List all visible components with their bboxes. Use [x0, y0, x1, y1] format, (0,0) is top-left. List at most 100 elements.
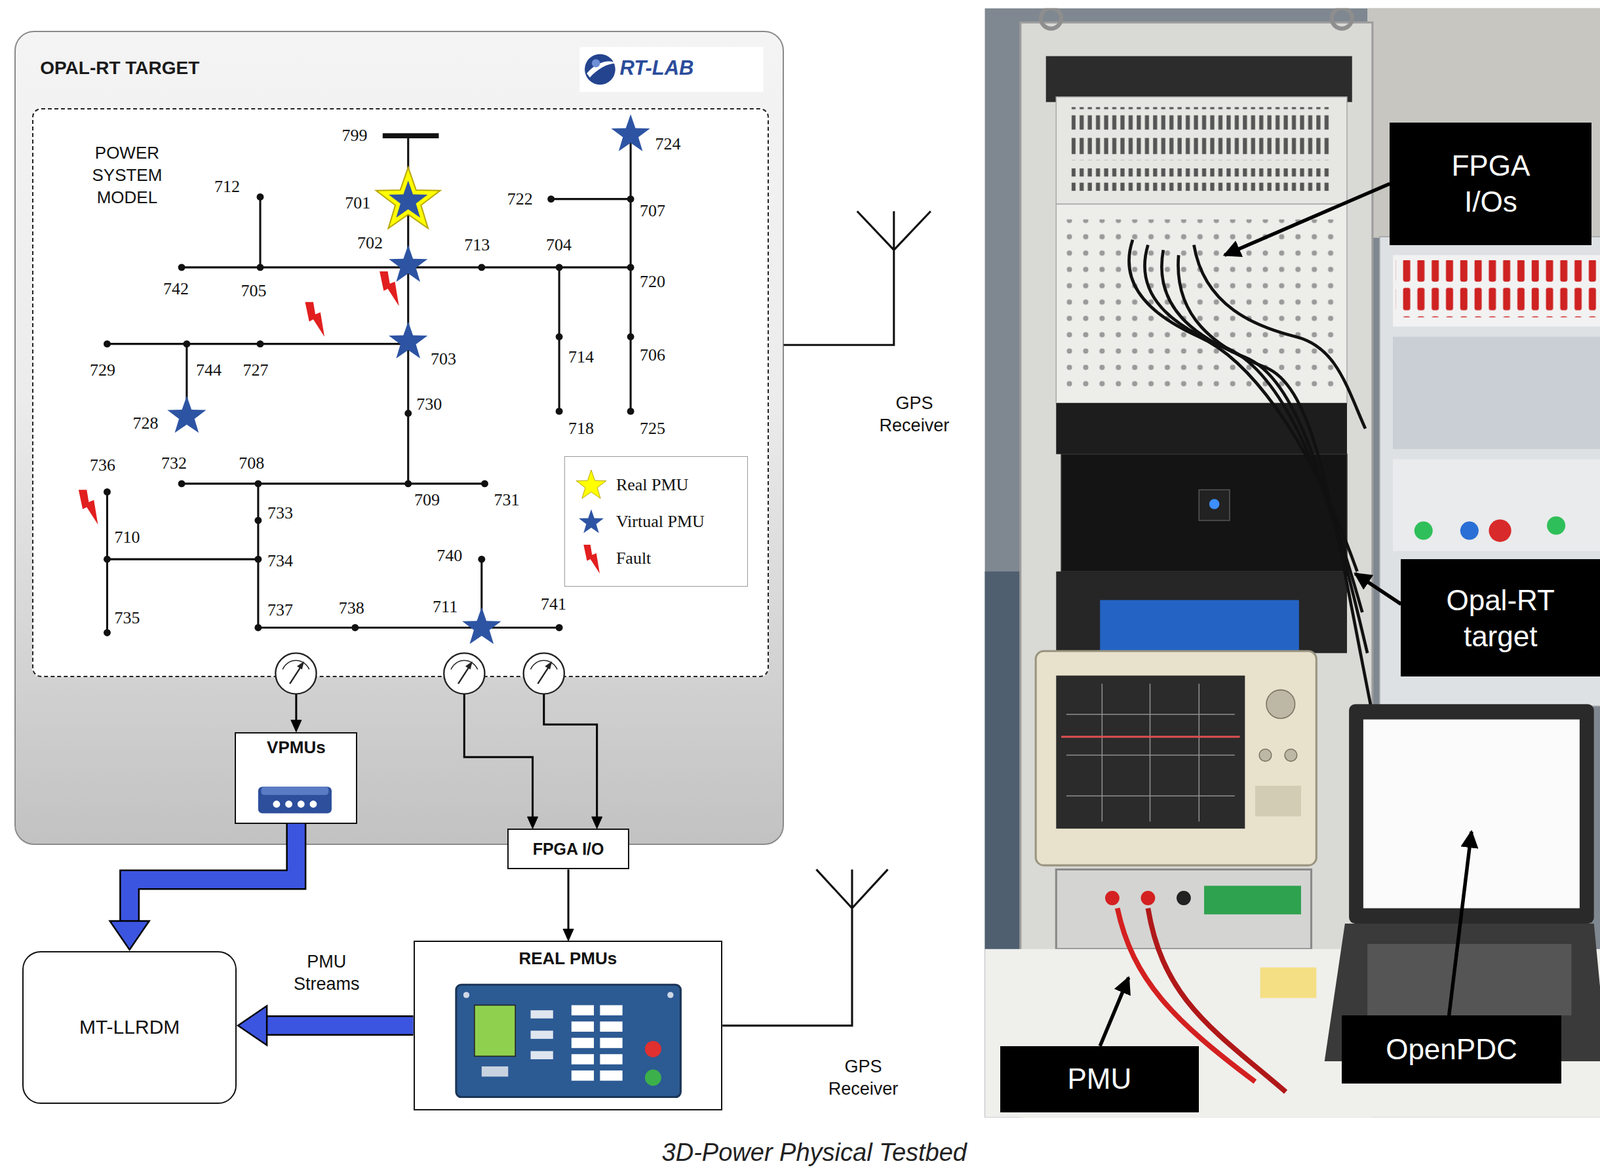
bus-number: 741: [540, 595, 567, 613]
art-g: [523, 652, 565, 694]
bus-number: 709: [414, 491, 440, 509]
bus-number: 703: [430, 350, 457, 368]
virtual-pmu-star: [578, 509, 604, 533]
art-polygon: [1324, 923, 1600, 1062]
art-g: [275, 652, 316, 694]
box-label: REAL PMUs: [518, 949, 617, 969]
vpmu-box: VPMUs: [234, 732, 358, 824]
art-rect: [1367, 7, 1600, 238]
text-slot: PMU Streams: [280, 951, 373, 996]
text-slot: POWER SYSTEM MODEL: [76, 142, 179, 209]
bus-number: 708: [238, 454, 265, 472]
text-slot: GPS Receiver: [868, 392, 961, 438]
text-slot: 705: [240, 282, 267, 300]
text-slot: 731: [494, 491, 520, 509]
art-circle: [1176, 890, 1191, 906]
art-circle: [477, 555, 486, 564]
text-slot: 713: [464, 236, 490, 254]
art-rect: [530, 1051, 554, 1060]
art-circle: [463, 991, 470, 998]
text-slot: 714: [568, 348, 594, 366]
connector-line: [544, 677, 598, 819]
bus-number: 729: [89, 361, 116, 379]
connector-line: [567, 869, 570, 931]
art-rect: [571, 1037, 594, 1049]
connector: [110, 823, 297, 950]
callout-label: OpenPDC: [1385, 1032, 1518, 1068]
bus-number: 733: [267, 504, 293, 522]
arrowhead: [237, 1006, 267, 1046]
art-rect: [571, 1004, 594, 1016]
art-line: [1354, 573, 1401, 605]
edge-label: PMU Streams: [280, 951, 373, 996]
text-slot: 740: [436, 547, 463, 565]
gps-antennas: [722, 211, 931, 1026]
target-panel: OPAL-RT TARGET RT-LAB POWER SYSTEM MODEL VP…: [14, 30, 784, 845]
art-use: [610, 114, 650, 151]
art-rect: [481, 1066, 508, 1077]
art-circle: [256, 340, 265, 348]
connector-line: [294, 677, 297, 722]
text-slot: 799: [342, 127, 368, 145]
figure-caption: 3D-Power Physical Testbed: [420, 1137, 1208, 1169]
art-rect: [1198, 489, 1230, 521]
bus-number: 704: [546, 236, 572, 254]
art-rect: [1066, 219, 1338, 394]
art-rect: [261, 786, 330, 795]
meters: [275, 652, 565, 694]
art-rect: [1071, 106, 1332, 130]
art-circle: [103, 555, 111, 564]
testbed-photo: [984, 7, 1600, 1117]
art-circle: [627, 263, 635, 271]
art-rect: [1392, 254, 1600, 327]
bus-number: 706: [639, 346, 666, 364]
art-path: [1177, 254, 1372, 715]
art-line: [458, 663, 472, 684]
art-circle: [272, 800, 280, 808]
art-rect: [1363, 719, 1580, 909]
art-line: [289, 663, 303, 684]
art-rect: [571, 1021, 594, 1032]
art-circle: [256, 263, 265, 271]
text-slot: 744: [195, 361, 222, 379]
art-rect: [1367, 943, 1572, 1016]
callout-box: FPGA I/Os: [1389, 122, 1592, 246]
connector: [544, 677, 603, 830]
art-circle: [1040, 7, 1062, 29]
real-pmu-device: [456, 984, 681, 1097]
text-slot: 729: [89, 361, 116, 379]
art-path: [1061, 735, 1240, 738]
art-circle: [103, 340, 111, 348]
art-rect: [530, 1010, 554, 1018]
legend-row: Real PMU: [574, 468, 739, 503]
gps-label: GPS Receiver: [868, 392, 961, 438]
bus-number: 799: [342, 127, 368, 145]
text-slot: 704: [546, 236, 572, 254]
text-slot: OPAL-RT TARGET: [39, 57, 200, 79]
art-circle: [404, 479, 412, 488]
text-slot: 732: [161, 454, 187, 472]
art-g: [443, 652, 485, 694]
art-rect: [1055, 675, 1245, 830]
text-slot: 730: [416, 395, 442, 413]
art-line: [382, 133, 440, 139]
text-slot: 708: [238, 454, 265, 472]
bus-number: 742: [163, 280, 189, 298]
art-circle: [297, 800, 305, 808]
art-use: [78, 489, 99, 525]
art-rect: [599, 1021, 623, 1032]
art-circle: [254, 479, 262, 488]
real-pmu-box: REAL PMUs: [413, 940, 723, 1110]
art-rect: [1348, 703, 1595, 924]
art-rect: [599, 1037, 623, 1049]
box-label: VPMUs: [266, 738, 326, 758]
text-slot: RT-LAB: [619, 56, 694, 80]
text-slot: GPS Receiver: [817, 1055, 910, 1101]
art-circle: [256, 193, 265, 201]
art-path: [1129, 239, 1358, 572]
art-path: [530, 660, 558, 670]
art-line: [537, 663, 551, 684]
art-path: [586, 61, 617, 79]
legend-label: Real PMU: [616, 475, 689, 495]
